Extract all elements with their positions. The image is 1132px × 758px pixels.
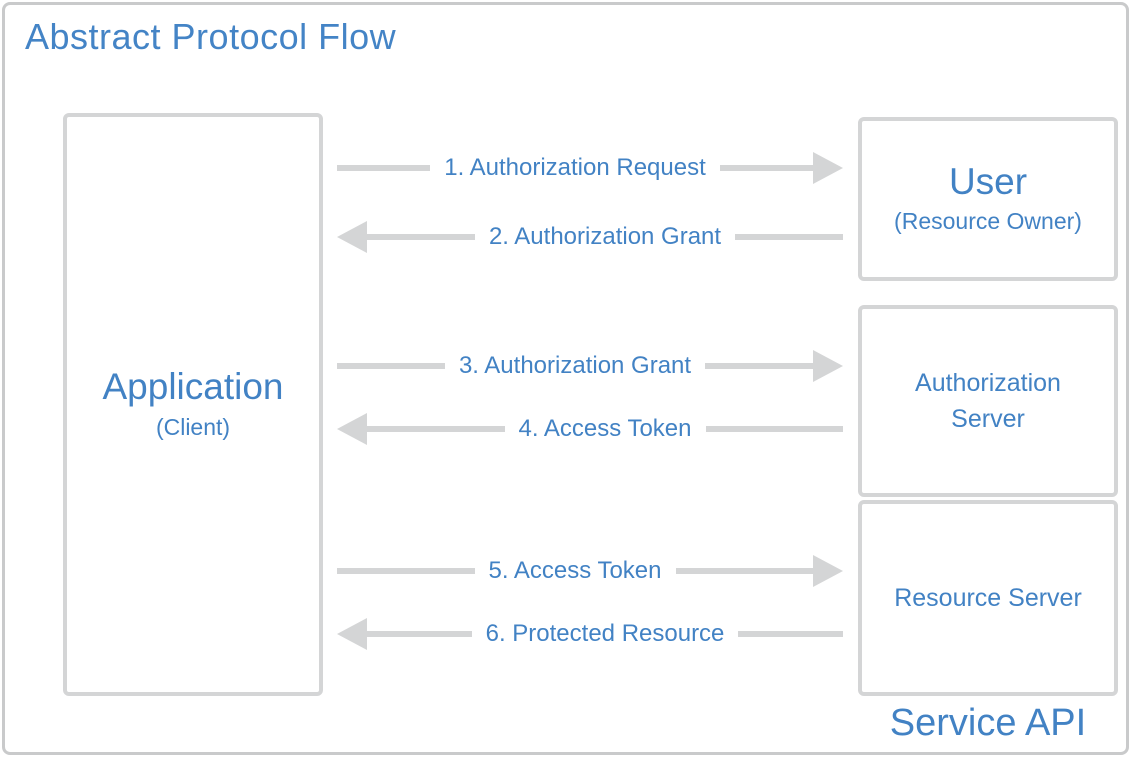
arrow-line <box>738 631 844 637</box>
arrow-right-icon <box>813 152 844 184</box>
arrow-line <box>735 234 844 240</box>
user-resource-owner-box: User (Resource Owner) <box>858 117 1118 281</box>
flow-label-5: 5. Access Token <box>488 557 662 584</box>
arrow-line <box>705 426 843 432</box>
arrow-line <box>337 165 431 171</box>
flow-label-2: 2. Authorization Grant <box>488 223 722 250</box>
flow-arrow-3-authorization-grant: 3. Authorization Grant <box>337 349 844 383</box>
arrow-line <box>337 568 475 574</box>
resource-server-box-name: Resource Server <box>894 583 1082 612</box>
arrow-line <box>367 426 505 432</box>
application-client-box: Application (Client) <box>63 113 323 696</box>
arrow-right-icon <box>813 555 843 587</box>
flow-arrow-1-authorization-request: 1. Authorization Request <box>337 151 844 185</box>
resource-server-box: Resource Server <box>858 500 1118 696</box>
flow-arrow-6-protected-resource: 6. Protected Resource <box>337 617 844 651</box>
diagram-title: Abstract Protocol Flow <box>25 16 397 57</box>
arrow-line <box>719 165 814 171</box>
arrow-line <box>705 363 814 369</box>
flow-label-1: 1. Authorization Request <box>444 154 706 181</box>
flow-label-3: 3. Authorization Grant <box>458 352 692 379</box>
flow-arrow-4-access-token: 4. Access Token <box>337 412 843 446</box>
flow-arrow-2-authorization-grant: 2. Authorization Grant <box>337 220 844 254</box>
user-box-name: User <box>948 160 1028 202</box>
arrow-left-icon <box>337 413 367 445</box>
flow-label-6: 6. Protected Resource <box>485 620 725 647</box>
authorization-server-box-name: Authorization Server <box>915 368 1061 433</box>
arrow-line <box>367 631 472 637</box>
application-box-subtitle: (Client) <box>155 413 231 440</box>
arrow-right-icon <box>813 350 844 382</box>
arrow-left-icon <box>337 618 367 650</box>
arrow-line <box>337 363 445 369</box>
arrow-line <box>367 234 475 240</box>
user-box-subtitle: (Resource Owner) <box>894 208 1082 235</box>
flow-label-4: 4. Access Token <box>518 415 692 442</box>
authorization-server-box: Authorization Server <box>858 305 1118 497</box>
arrow-left-icon <box>337 221 367 253</box>
application-box-name: Application <box>102 366 284 408</box>
flow-arrow-5-access-token: 5. Access Token <box>337 554 843 588</box>
service-api-label: Service API <box>889 702 1087 744</box>
arrow-line <box>675 568 813 574</box>
